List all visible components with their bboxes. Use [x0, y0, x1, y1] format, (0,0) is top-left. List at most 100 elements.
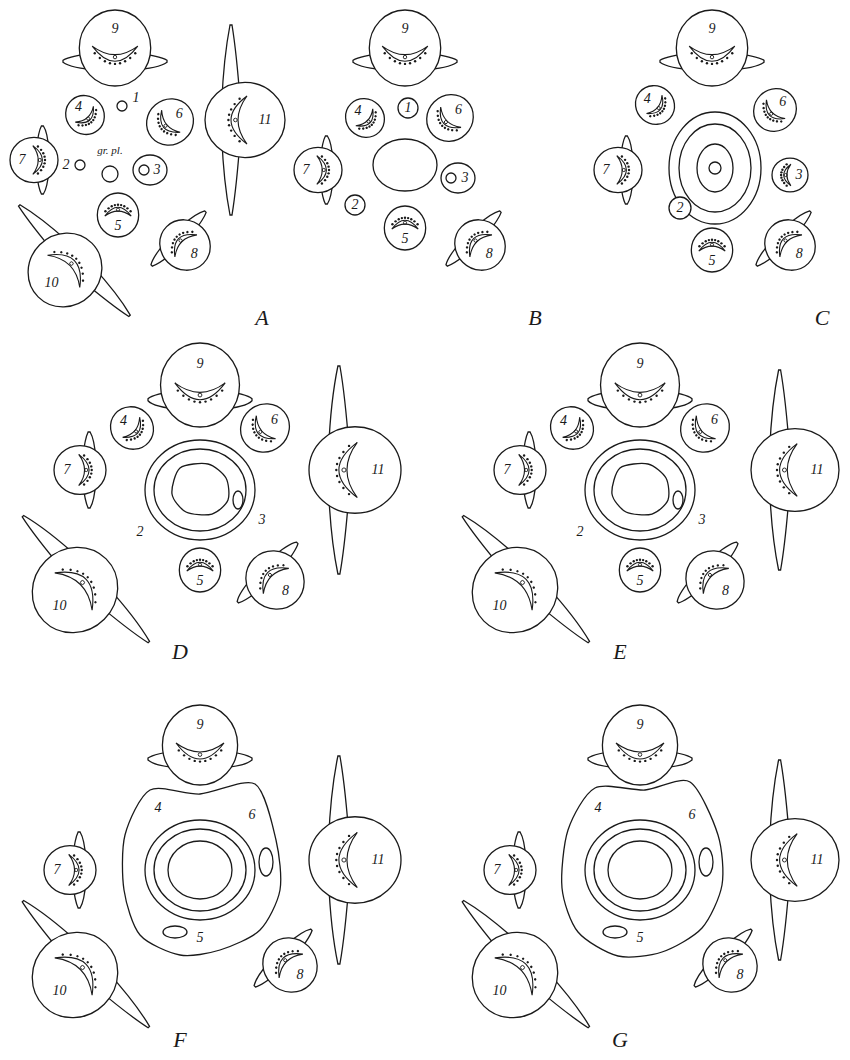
- part-number: 9: [197, 718, 204, 732]
- bundle-dot: [188, 758, 190, 760]
- bundle-dot: [726, 950, 729, 953]
- organ-layer: [0, 10, 839, 1060]
- bundle-dot: [398, 218, 400, 220]
- bundle-dot: [639, 401, 641, 403]
- bundle-dot: [228, 114, 230, 116]
- bundle-dot: [86, 576, 89, 579]
- bundle-circle: [85, 468, 88, 471]
- bundle-dot: [78, 261, 81, 264]
- organ-outline: [494, 446, 546, 495]
- bundle-dot: [697, 436, 700, 439]
- ring-outline: [594, 829, 686, 911]
- bundle-dot: [660, 749, 662, 751]
- bundle-circle: [710, 55, 713, 58]
- organ-section: [44, 832, 96, 908]
- bundle-dots: [321, 155, 330, 184]
- organ-outline: [384, 206, 425, 250]
- bundle-dot: [639, 760, 641, 762]
- bundle-dot: [775, 251, 778, 254]
- bundle-dots: [501, 944, 546, 989]
- bundle-dot: [581, 423, 584, 426]
- bundle-dot: [443, 126, 446, 129]
- part-number: 11: [811, 853, 824, 867]
- organ-outline: [309, 817, 401, 903]
- bundle-dot: [173, 238, 176, 241]
- bundle-dot: [783, 166, 785, 168]
- organ-outline: [179, 548, 220, 592]
- organ-outline: [484, 846, 536, 895]
- bundle-dot: [81, 572, 84, 575]
- part-label: gr. pl.: [97, 145, 122, 156]
- bundle-dot: [783, 451, 785, 453]
- bundle-dot: [399, 62, 401, 64]
- bundle-dot: [473, 233, 476, 236]
- part-number: 6: [271, 413, 278, 427]
- bundle-dot: [699, 587, 702, 590]
- organ-outline: [231, 394, 300, 462]
- bundle-dot: [416, 223, 418, 225]
- bundle-dot: [119, 62, 121, 64]
- bundle-circle: [345, 195, 365, 215]
- bundle-dot: [384, 52, 386, 54]
- bundle-dot: [120, 204, 122, 206]
- bundle-dot: [521, 572, 524, 575]
- organ-outline: [102, 398, 162, 458]
- ring-outline: [585, 440, 695, 540]
- organ-section: [435, 200, 526, 291]
- bundle-dot: [338, 481, 340, 483]
- bundle-circle: [525, 468, 528, 471]
- organ-section: [179, 548, 220, 592]
- part-number: 5: [709, 254, 716, 268]
- bundle-dot: [391, 223, 393, 225]
- bundle-circle: [638, 753, 642, 757]
- part-number: 7: [504, 463, 511, 477]
- bundle-dot: [394, 220, 396, 222]
- bundle-dot: [661, 109, 664, 112]
- part-number: 9: [637, 357, 644, 371]
- bundle-dot: [623, 754, 625, 756]
- bundle-dot: [90, 465, 92, 467]
- part-number: 7: [303, 163, 310, 177]
- bundle-circle: [473, 238, 478, 243]
- bundle-dot: [76, 570, 79, 573]
- bundle-dot: [618, 749, 620, 751]
- bundle-circle: [134, 429, 139, 434]
- bundle-dot: [501, 953, 504, 956]
- bundle-dot: [253, 431, 256, 434]
- bundle-dot: [776, 859, 778, 861]
- part-number: 9: [197, 357, 204, 371]
- part-number: 10: [52, 984, 66, 998]
- bundle-dot: [191, 230, 194, 233]
- bundle-circle: [116, 208, 119, 211]
- bundle-dot: [123, 205, 125, 207]
- organ-section: [751, 760, 839, 960]
- bundle-dot: [791, 230, 794, 233]
- bundle-dot: [711, 239, 713, 241]
- organ-outline: [338, 91, 393, 146]
- bundle-dot: [501, 568, 504, 571]
- bundle-dots: [523, 454, 533, 485]
- bundle-dot: [633, 400, 635, 402]
- ring-outline: [673, 491, 683, 509]
- bundle-dot: [81, 272, 84, 275]
- bundle-dot: [215, 395, 217, 397]
- bundle-dot: [251, 418, 254, 421]
- organ-outline: [369, 10, 440, 86]
- bundle-dot: [706, 62, 708, 64]
- bundle-dots: [335, 835, 350, 886]
- bundle-dots: [53, 243, 93, 283]
- organ-outline: [252, 927, 329, 1004]
- bundle-dot: [80, 872, 82, 874]
- bundle-dot: [407, 217, 409, 219]
- bundle-dots: [61, 559, 106, 604]
- organ-section: [242, 917, 338, 1013]
- ring-outline: [233, 491, 243, 509]
- vascular-arc: [317, 156, 327, 185]
- vascular-arc: [175, 383, 225, 400]
- organ-outline: [628, 78, 683, 133]
- bundle-dot: [780, 174, 782, 176]
- bundle-dot: [43, 162, 45, 164]
- bundle-dot: [76, 880, 78, 882]
- bundle-dot: [523, 483, 525, 485]
- panel-letter: E: [613, 641, 626, 663]
